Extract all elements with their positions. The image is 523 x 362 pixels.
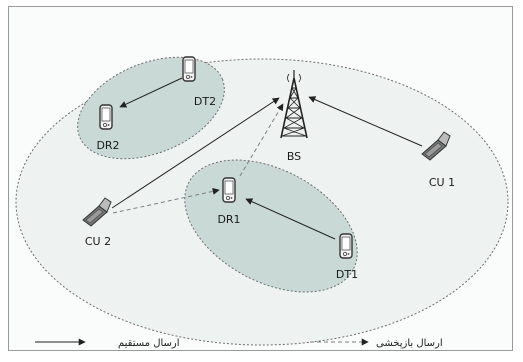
cu1-label: CU 1: [429, 176, 455, 189]
link-dt2-to-dr2: [119, 77, 183, 108]
link-cu1-to-bs: [308, 96, 423, 147]
tower-icon: [280, 70, 308, 139]
legend: ارسال مستقیم ارسال بازپخشی: [35, 338, 443, 349]
link-dt1-to-dr1: [245, 198, 336, 240]
legend-direct-label: ارسال مستقیم: [118, 338, 180, 349]
dr1-smartphone-icon: [222, 177, 236, 203]
legend-relay-label: ارسال بازپخشی: [376, 338, 443, 349]
dt1-smartphone-icon: [339, 233, 353, 259]
d2d-cluster-2: [77, 56, 225, 160]
dr1-label: DR1: [217, 213, 240, 226]
dr2-label: DR2: [96, 139, 119, 152]
dr2-smartphone-icon: [99, 104, 113, 130]
link-cu2-to-bs: [111, 97, 280, 209]
dt1-label: DT1: [336, 268, 358, 281]
dt2-smartphone-icon: [182, 56, 196, 82]
dt2-label: DT2: [194, 95, 216, 108]
bs-label: BS: [287, 150, 301, 163]
cu2-label: CU 2: [85, 235, 111, 248]
